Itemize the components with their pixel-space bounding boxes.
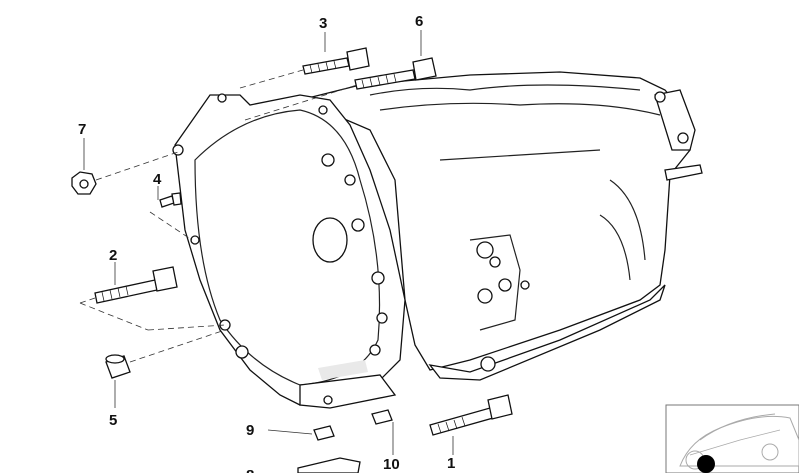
callout-8: 8 — [246, 467, 254, 473]
part-8-cover — [297, 457, 361, 473]
leader-lines — [79, 30, 454, 455]
part-7-nut — [71, 171, 97, 195]
callout-9: 9 — [246, 422, 254, 439]
callout-5: 5 — [109, 412, 117, 429]
callout-6: 6 — [415, 13, 423, 30]
part-3-bolt — [302, 47, 370, 75]
location-marker-icon — [697, 455, 715, 473]
part-9-clip — [313, 425, 335, 441]
part-6-bolt — [354, 57, 437, 90]
part-4-screw — [159, 192, 182, 208]
part-5-sleeve — [105, 354, 131, 379]
callout-7: 7 — [78, 121, 86, 138]
callout-10: 10 — [383, 456, 400, 473]
part-1-bolt — [429, 394, 513, 436]
transmission-housing — [297, 71, 703, 381]
callout-3: 3 — [319, 15, 327, 32]
callout-2: 2 — [109, 247, 117, 264]
part-2-bolt — [94, 266, 178, 304]
bell-housing — [172, 93, 406, 409]
callout-4: 4 — [153, 171, 162, 188]
callout-labels: 1 2 3 4 5 6 7 8 9 10 — [78, 13, 455, 473]
callout-1: 1 — [447, 455, 455, 472]
part-10-clip — [371, 409, 393, 425]
car-location-thumbnail-icon — [665, 404, 799, 473]
